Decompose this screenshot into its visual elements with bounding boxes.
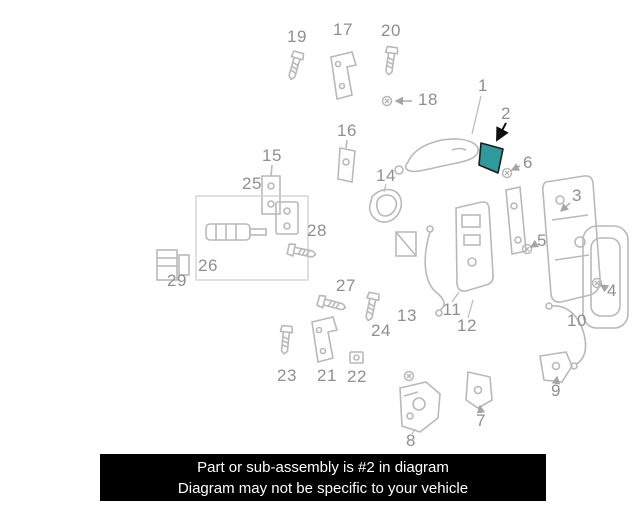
check-strap-26-drawing	[205, 201, 299, 241]
screw-18-drawing	[381, 95, 412, 107]
part-label-19: 19	[287, 27, 307, 46]
screw-6-drawing	[501, 163, 521, 179]
part-label-12: 12	[457, 316, 477, 335]
part-label-2: 2	[501, 104, 511, 123]
cable-13-drawing	[424, 225, 445, 317]
bolt-19-drawing	[284, 49, 306, 82]
note-banner-line1: Part or sub-assembly is #2 in diagram	[197, 459, 449, 476]
door-handle-1-drawing	[394, 95, 482, 175]
cable-10-drawing	[545, 302, 587, 370]
part-label-1: 1	[478, 76, 488, 95]
bolt-28-drawing	[286, 242, 318, 262]
part-label-25: 25	[242, 174, 262, 193]
part-label-28: 28	[307, 221, 327, 240]
bolt-23-drawing	[277, 324, 294, 356]
part-label-16: 16	[337, 121, 357, 140]
group-box-25	[195, 195, 309, 281]
part-label-7: 7	[476, 411, 486, 430]
bracket-9-drawing	[539, 351, 573, 385]
bracket-16-drawing	[337, 139, 356, 183]
part-label-24: 24	[371, 321, 391, 340]
part-29-drawing	[156, 249, 190, 281]
part-label-13: 13	[397, 306, 417, 325]
nut-22-drawing	[349, 351, 364, 364]
part-label-17: 17	[333, 20, 353, 39]
part-label-3: 3	[572, 186, 582, 205]
latch-8-drawing	[399, 370, 441, 435]
part-label-22: 22	[347, 367, 367, 386]
bolt-20-drawing	[381, 45, 400, 77]
gasket-14-drawing	[368, 183, 417, 257]
panel-right-drawing	[582, 225, 629, 329]
part-2-shape	[478, 142, 504, 174]
bolt-24-drawing	[361, 291, 381, 323]
part-label-5: 5	[537, 231, 547, 250]
note-banner: Part or sub-assembly is #2 in diagram Di…	[100, 454, 546, 501]
screw-4-drawing	[591, 277, 610, 293]
part-label-8: 8	[406, 431, 416, 450]
part-label-26: 26	[198, 256, 218, 275]
part-label-18: 18	[418, 90, 438, 109]
bracket-15-drawing	[261, 164, 281, 215]
part-label-11: 11	[442, 300, 462, 319]
bracket-7-drawing	[465, 371, 493, 414]
part-2-highlight	[478, 122, 509, 174]
part-label-4: 4	[607, 281, 617, 300]
lock-panel-3-drawing	[505, 175, 601, 303]
part-label-10: 10	[567, 311, 587, 330]
lock-11-12-drawing	[451, 201, 494, 319]
part-label-23: 23	[277, 366, 297, 385]
part-label-21: 21	[317, 366, 337, 385]
note-banner-line2: Diagram may not be specific to your vehi…	[177, 480, 469, 497]
part-label-6: 6	[523, 153, 533, 172]
part-label-29: 29	[167, 271, 187, 290]
part-label-15: 15	[262, 146, 282, 165]
part-label-27: 27	[336, 276, 356, 295]
bolt-27-drawing	[315, 293, 348, 315]
screw-5-drawing	[521, 239, 540, 255]
hinge-21-drawing	[311, 316, 339, 364]
part-label-20: 20	[381, 21, 401, 40]
part-label-14: 14	[376, 166, 396, 185]
part-label-9: 9	[551, 381, 561, 400]
hinge-17-drawing	[330, 51, 358, 101]
